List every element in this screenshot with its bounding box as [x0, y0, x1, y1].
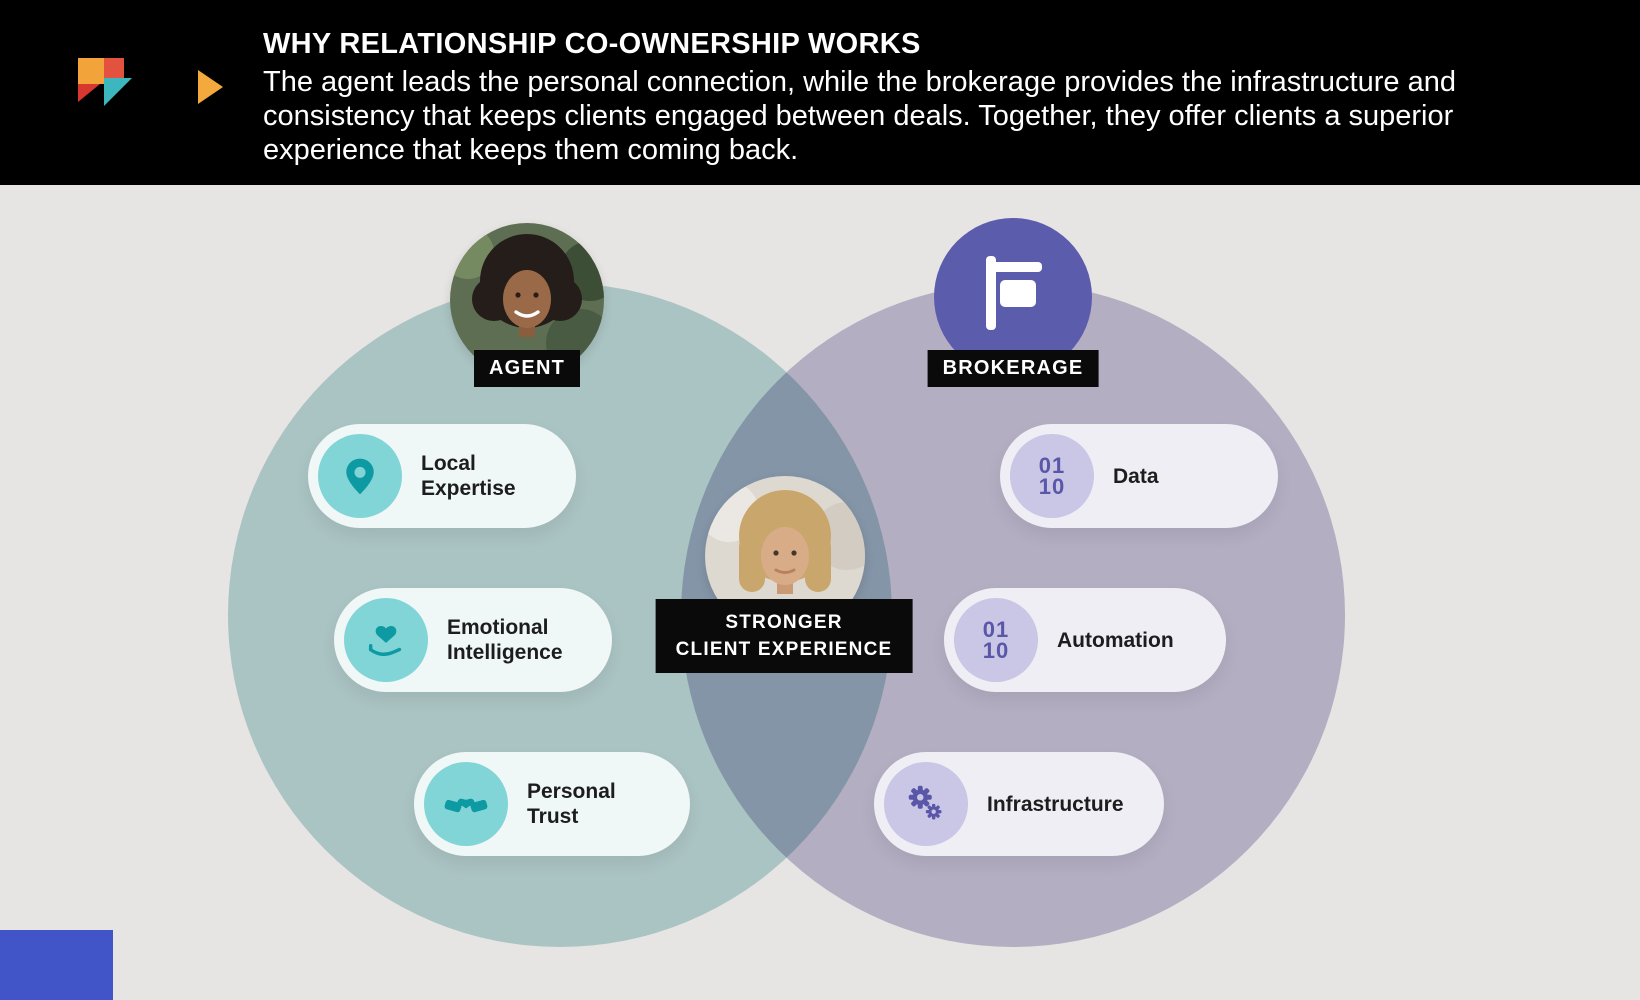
center-label-line2: CLIENT EXPERIENCE — [675, 639, 893, 660]
handshake-icon — [424, 762, 508, 846]
brand-logo-icon — [78, 58, 132, 106]
agent-label: AGENT — [474, 350, 580, 387]
location-pin-icon — [318, 434, 402, 518]
binary-top: 01 — [982, 617, 1010, 642]
agent-item-personal-trust: Personal Trust — [414, 752, 690, 856]
header-description: The agent leads the personal connection,… — [263, 66, 1456, 166]
pill-label: Data — [1113, 464, 1159, 488]
center-overlap-label: STRONGER CLIENT EXPERIENCE — [655, 599, 913, 673]
bottom-left-accent — [0, 930, 113, 1000]
brokerage-item-infrastructure: Infrastructure — [874, 752, 1164, 856]
brokerage-item-data: 01 10 Data — [1000, 424, 1278, 528]
binary-icon: 01 10 — [954, 598, 1038, 682]
binary-top: 01 — [1038, 453, 1066, 478]
brokerage-item-automation: 01 10 Automation — [944, 588, 1226, 692]
binary-bottom: 10 — [982, 638, 1010, 663]
header-bar: WHY RELATIONSHIP CO-OWNERSHIP WORKS The … — [0, 0, 1640, 185]
arrow-right-icon — [198, 70, 223, 104]
heart-hand-icon — [344, 598, 428, 682]
brokerage-sign-icon — [934, 218, 1092, 376]
agent-item-local-expertise: Local Expertise — [308, 424, 576, 528]
agent-item-emotional-intelligence: Emotional Intelligence — [334, 588, 612, 692]
pill-label: Local Expertise — [421, 452, 516, 500]
binary-bottom: 10 — [1038, 474, 1066, 499]
pill-label: Infrastructure — [987, 792, 1124, 816]
pill-label: Personal Trust — [527, 780, 616, 828]
gears-icon — [884, 762, 968, 846]
binary-icon: 01 10 — [1010, 434, 1094, 518]
pill-label: Emotional Intelligence — [447, 616, 563, 664]
brokerage-label: BROKERAGE — [927, 350, 1099, 387]
pill-label: Automation — [1057, 628, 1174, 652]
center-label-line1: STRONGER — [725, 612, 843, 633]
page-title: WHY RELATIONSHIP CO-OWNERSHIP WORKS — [263, 28, 921, 60]
